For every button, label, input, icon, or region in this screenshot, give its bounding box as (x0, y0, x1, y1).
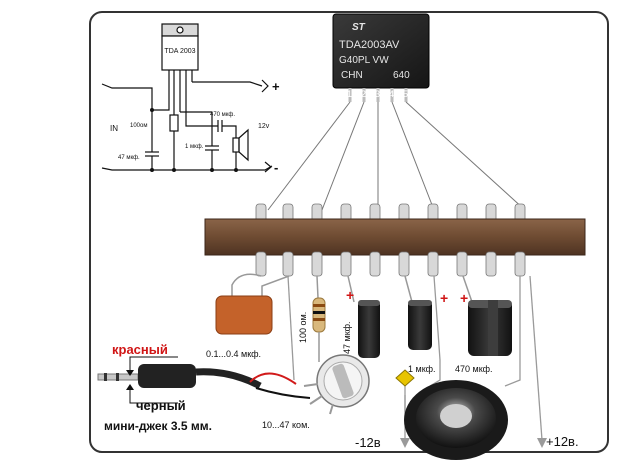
capacitor-470 (462, 275, 512, 356)
chip-pin-4: 4 (389, 89, 394, 99)
schematic (101, 23, 273, 173)
schematic-plus-label: + (272, 79, 280, 94)
resistor (312, 275, 326, 362)
schematic-minus-label: - (274, 160, 278, 175)
schematic-c1-label: 1 мкф. (185, 144, 204, 150)
plus-12v-label: +12в. (546, 434, 579, 449)
jack-label: мини-джек 3.5 мм. (104, 419, 212, 433)
pot-label: 10...47 ком. (262, 420, 310, 430)
chip-pin-5: 5 (403, 89, 408, 99)
red-wire-label: красный (112, 342, 168, 357)
potentiometer (303, 354, 370, 415)
schematic-ic-label: TDA 2003 (164, 48, 195, 55)
chip-line4: 640 (393, 70, 410, 81)
audio-jack (97, 356, 311, 404)
cap47-plus: + (346, 287, 354, 303)
chip-line3: CHN (341, 70, 363, 81)
chip-brand: ST (352, 22, 366, 33)
schematic-cout-label: 470 мкф. (210, 112, 235, 118)
speaker (404, 380, 508, 460)
terminal-strip (204, 203, 586, 277)
pin-leader-lines (267, 101, 526, 211)
cap1-label: 1 мкф. (408, 364, 436, 374)
schematic-cin-label: 47 мкф. (118, 155, 140, 161)
chip-pin-3: 3 (375, 89, 380, 99)
chip (332, 13, 430, 102)
film-capacitor (215, 273, 290, 335)
wiring (287, 275, 543, 441)
schematic-supply-label: 12v (258, 123, 270, 130)
capacitor-1 (404, 275, 432, 350)
cap1-plus: + (440, 290, 448, 306)
minus-arrow (400, 438, 410, 448)
chip-pin-2: 2 (361, 89, 366, 99)
minus-12v-label: -12в (355, 435, 381, 450)
chip-pin-1: 1 (347, 89, 352, 99)
cap47-label: 47 мкф. (342, 321, 352, 354)
capacitor-47 (347, 275, 380, 358)
schematic-in-label: IN (110, 124, 118, 133)
plus-arrow (537, 438, 547, 448)
film-cap-label: 0.1...0.4 мкф. (206, 349, 261, 359)
black-wire-label: черный (136, 398, 186, 413)
chip-line2: G40PL VW (339, 55, 389, 66)
schematic-r-label: 100ом (130, 123, 147, 129)
resistor-label: 100 ом. (298, 312, 308, 343)
cap470-plus: + (460, 290, 468, 306)
junction-node (395, 369, 415, 387)
chip-line1: TDA2003AV (339, 39, 400, 51)
cap470-label: 470 мкф. (455, 364, 493, 374)
